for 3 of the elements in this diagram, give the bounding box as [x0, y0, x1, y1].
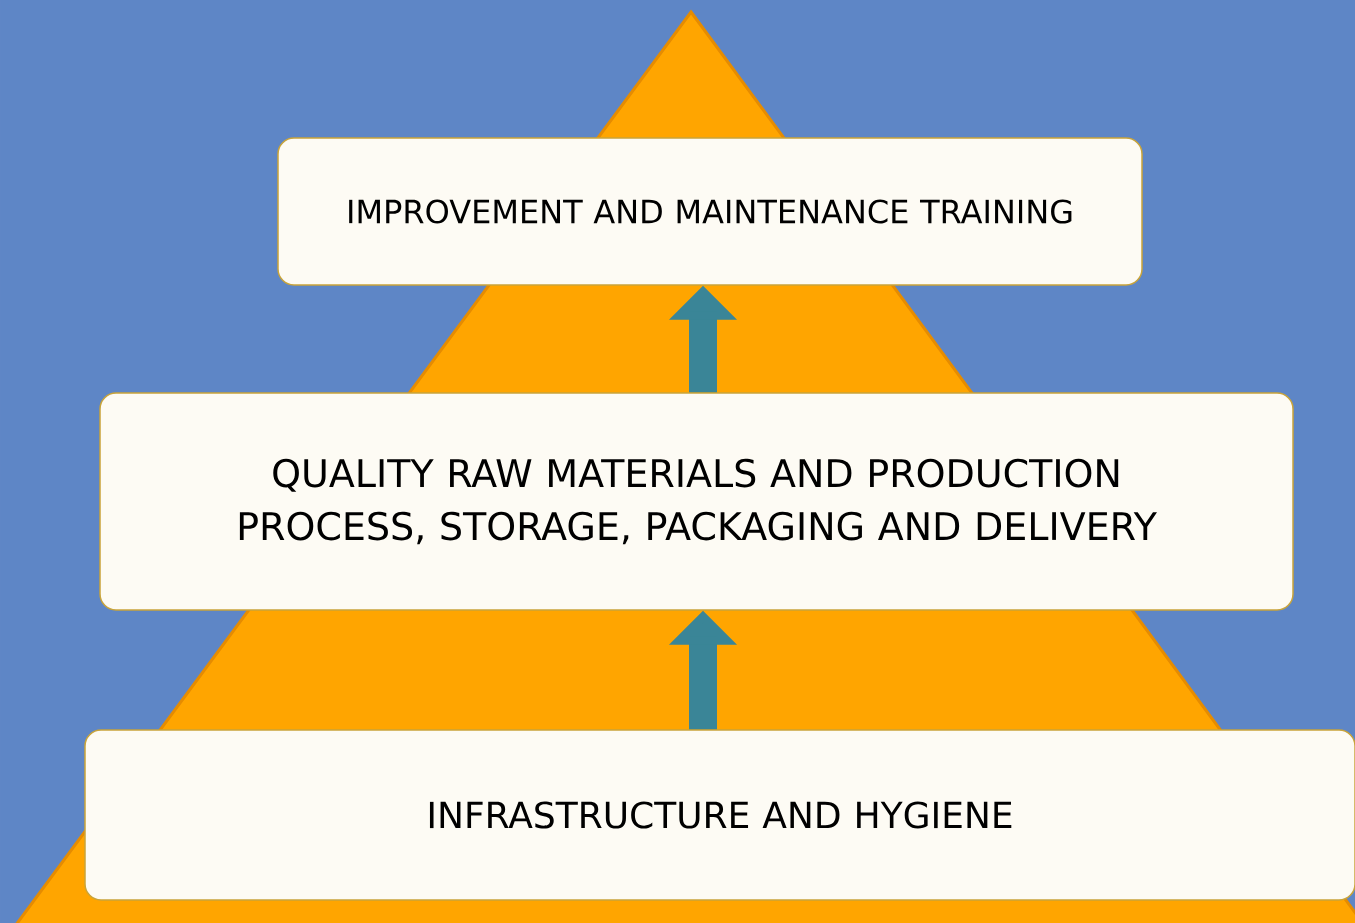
- level-box: INFRASTRUCTURE AND HYGIENE: [84, 729, 1355, 901]
- level-box: QUALITY RAW MATERIALS AND PRODUCTION PROCESS, STORAGE, PACKAGING AND DELIVERY: [99, 392, 1294, 611]
- level-box: IMPROVEMENT AND MAINTENANCE TRAINING: [277, 137, 1143, 286]
